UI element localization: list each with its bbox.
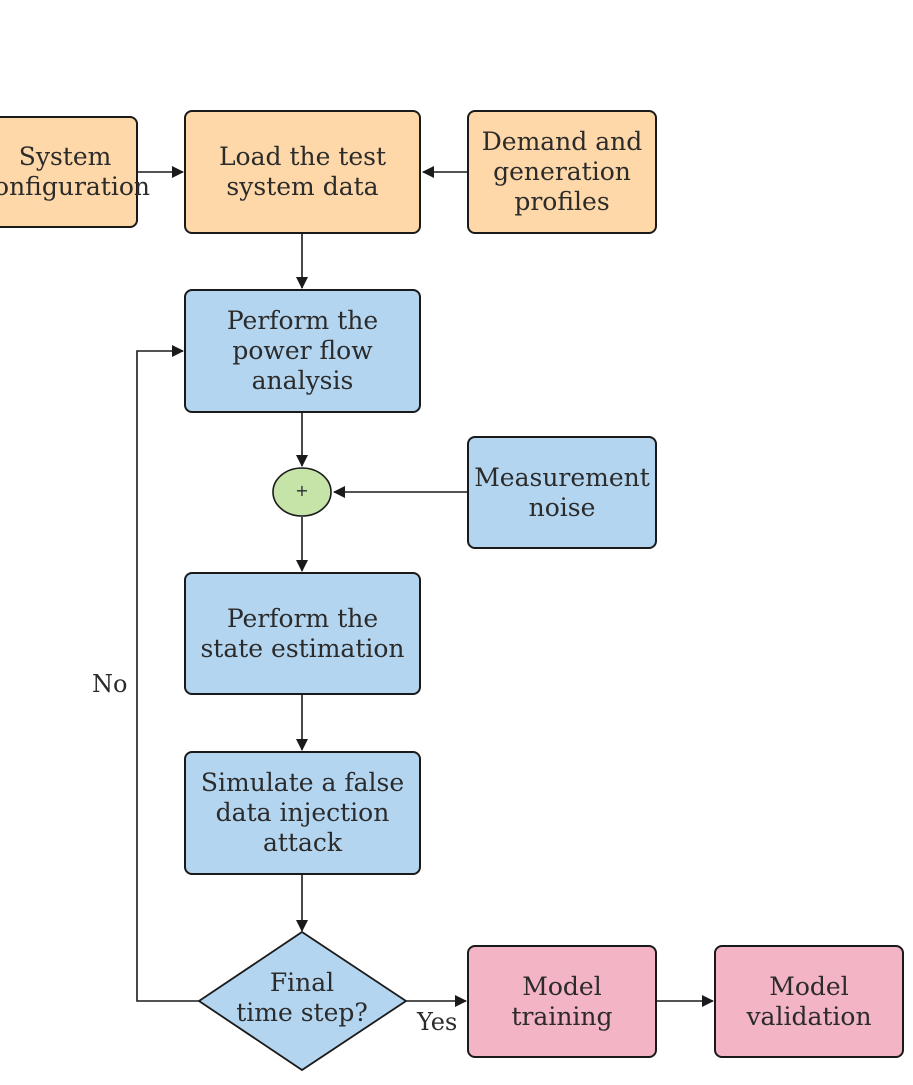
node-model-validation: Model validation bbox=[714, 945, 904, 1058]
node-load-test-system-label: Load the test system data bbox=[218, 142, 387, 201]
node-model-validation-label: Model validation bbox=[746, 971, 872, 1031]
node-fdi-attack: Simulate a false data injection attack bbox=[184, 751, 421, 875]
node-state-estimation: Perform the state estimation bbox=[184, 572, 421, 695]
node-model-training: Model training bbox=[467, 945, 657, 1058]
decision-label-line2: time step? bbox=[236, 998, 368, 1027]
node-state-estimation-label: Perform the state estimation bbox=[200, 603, 405, 663]
edge-label-no: No bbox=[92, 670, 128, 698]
decision-label-line1: Final bbox=[269, 968, 335, 997]
summing-junction-label: + bbox=[295, 481, 309, 500]
node-power-flow-label: Perform the power flow analysis bbox=[226, 306, 379, 395]
node-model-training-label: Model training bbox=[511, 971, 613, 1031]
node-measurement-noise: Measurement noise bbox=[467, 436, 657, 549]
node-measurement-noise-label: Measurement noise bbox=[474, 462, 650, 522]
decision-label: Final time step? bbox=[222, 968, 382, 1028]
node-demand-generation-label: Demand and generation profiles bbox=[481, 127, 643, 216]
node-load-test-system: Load the test system data bbox=[184, 110, 421, 234]
node-system-configuration: System configuration bbox=[0, 116, 150, 228]
decision-diamond-shape bbox=[197, 930, 408, 1072]
node-power-flow: Perform the power flow analysis bbox=[184, 289, 421, 413]
node-fdi-attack-label: Simulate a false data injection attack bbox=[200, 768, 405, 857]
node-system-configuration-label: System configuration bbox=[0, 142, 150, 201]
edge-label-yes: Yes bbox=[417, 1008, 458, 1036]
edge-decision-no-loop bbox=[136, 345, 200, 1002]
node-demand-generation: Demand and generation profiles bbox=[467, 110, 657, 234]
summing-junction-shape bbox=[272, 467, 332, 517]
